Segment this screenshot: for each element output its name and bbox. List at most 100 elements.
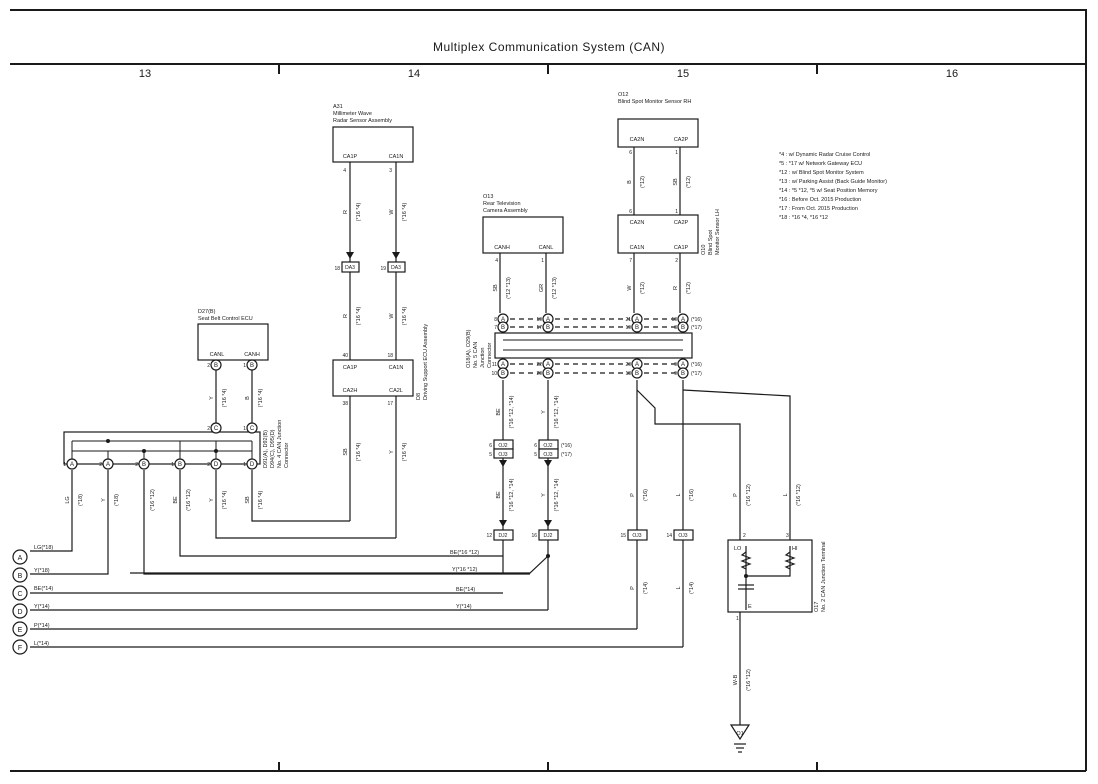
svg-text:A: A (106, 462, 110, 468)
note-1: *4 : w/ Dynamic Radar Cruise Control (779, 152, 870, 158)
svg-text:15: 15 (620, 533, 626, 539)
svg-text:A: A (546, 317, 550, 323)
offsheet-e: E (18, 627, 23, 634)
svg-text:OJ2: OJ2 (498, 443, 507, 449)
svg-text:(*16 *12): (*16 *12) (746, 669, 752, 691)
svg-text:P: P (733, 493, 739, 497)
note-8: *18 : *16 *4, *16 *12 (779, 215, 828, 221)
svg-text:6: 6 (534, 443, 537, 449)
svg-text:DA3: DA3 (345, 265, 355, 271)
svg-text:Y: Y (541, 410, 547, 414)
svg-text:B: B (546, 325, 550, 331)
offsheet-f: F (18, 645, 22, 652)
d91-line1: D91(A), D92(B) (263, 430, 269, 468)
o10-code: O10 (701, 245, 707, 255)
d27-code: D27(B) (198, 309, 216, 315)
svg-text:C: C (250, 426, 255, 432)
svg-text:(*16 *4): (*16 *4) (356, 443, 362, 462)
svg-text:1: 1 (736, 616, 739, 622)
svg-text:16: 16 (531, 533, 537, 539)
svg-text:19: 19 (536, 317, 542, 323)
svg-text:B: B (142, 462, 146, 468)
svg-text:5: 5 (489, 452, 492, 458)
svg-text:Y(*14): Y(*14) (456, 604, 472, 610)
svg-text:1: 1 (63, 462, 66, 468)
d8-name: Driving Support ECU Assembly (423, 324, 429, 400)
o10-box (617, 214, 699, 254)
svg-text:DJ2: DJ2 (499, 533, 508, 539)
d8-box (332, 359, 414, 397)
svg-text:1: 1 (675, 150, 678, 156)
svg-text:Y: Y (389, 450, 395, 454)
svg-text:(*16 *4): (*16 *4) (356, 203, 362, 222)
svg-text:A: A (681, 317, 685, 323)
svg-text:(*14): (*14) (689, 582, 695, 594)
svg-text:6: 6 (629, 150, 632, 156)
svg-text:2: 2 (135, 462, 138, 468)
svg-text:P: P (630, 493, 636, 497)
o12-name: Blind Spot Monitor Sensor RH (618, 99, 691, 105)
svg-text:(*16): (*16) (691, 362, 702, 368)
svg-text:W-B: W-B (733, 674, 739, 685)
d91-line2: D94(C), D95(D) (270, 429, 276, 468)
svg-text:(*16 *12, *14): (*16 *12, *14) (509, 478, 515, 511)
svg-text:SB: SB (245, 496, 251, 504)
svg-text:L: L (783, 493, 789, 496)
svg-text:OJ3: OJ3 (543, 452, 552, 458)
o17-lo: LO (734, 546, 742, 552)
note-7: *17 : From Oct. 2015 Production (779, 206, 858, 212)
o12-pin2: CA2P (674, 137, 689, 143)
svg-text:2: 2 (207, 363, 210, 369)
svg-text:W: W (389, 209, 395, 215)
svg-text:(*12): (*12) (686, 282, 692, 294)
o10-top1: CA2N (630, 220, 645, 226)
svg-text:(*16 *4): (*16 *4) (258, 389, 264, 408)
svg-text:Y: Y (209, 396, 215, 400)
svg-text:10: 10 (671, 317, 677, 323)
svg-text:(*17): (*17) (691, 371, 702, 377)
svg-text:(*17): (*17) (691, 325, 702, 331)
svg-text:(*16): (*16) (691, 317, 702, 323)
svg-text:(*16): (*16) (643, 489, 649, 501)
svg-text:20: 20 (625, 362, 631, 368)
svg-text:6: 6 (489, 443, 492, 449)
o10-top2: CA2P (674, 220, 689, 226)
offsheet-c: C (17, 591, 22, 598)
svg-text:OJ3: OJ3 (678, 533, 687, 539)
svg-text:B: B (635, 371, 639, 377)
svg-text:(*12): (*12) (640, 282, 646, 294)
o17-line1: O17 (814, 602, 820, 612)
d27-pin2: CANH (244, 352, 260, 358)
svg-text:(*16 *12): (*16 *12) (186, 489, 192, 511)
svg-text:D: D (214, 462, 219, 468)
svg-text:L(*14): L(*14) (34, 641, 49, 647)
svg-text:(*16 *4): (*16 *4) (222, 491, 228, 510)
d27-box (197, 323, 269, 361)
svg-text:R: R (673, 286, 679, 290)
d91-line4: Connector (284, 442, 290, 468)
svg-text:(*16 *12): (*16 *12) (796, 484, 802, 506)
svg-text:Y: Y (209, 498, 215, 502)
svg-text:1: 1 (541, 258, 544, 264)
svg-text:R: R (343, 210, 349, 214)
o10-name2: Monitor Sensor LH (715, 209, 721, 255)
o17-hi: HI (792, 546, 798, 552)
a31-code: A31 (333, 104, 343, 110)
svg-text:LG: LG (65, 496, 71, 503)
svg-text:17: 17 (536, 325, 542, 331)
svg-text:4: 4 (495, 258, 498, 264)
svg-text:B: B (245, 396, 251, 400)
a31-pin1: CA1P (343, 154, 358, 160)
svg-text:1: 1 (243, 363, 246, 369)
svg-text:B: B (546, 371, 550, 377)
svg-text:18: 18 (387, 353, 393, 359)
d8-top1: CA1P (343, 365, 358, 371)
svg-text:(*12 *13): (*12 *13) (552, 277, 558, 299)
d27-pin1: CANL (210, 352, 225, 358)
note-4: *13 : w/ Parking Assist (Back Guide Moni… (779, 179, 887, 185)
svg-text:(*16 *4): (*16 *4) (258, 491, 264, 510)
o12-pin1: CA2N (630, 137, 645, 143)
svg-text:8: 8 (494, 317, 497, 323)
svg-text:C: C (214, 426, 219, 432)
svg-text:DJ2: DJ2 (544, 533, 553, 539)
